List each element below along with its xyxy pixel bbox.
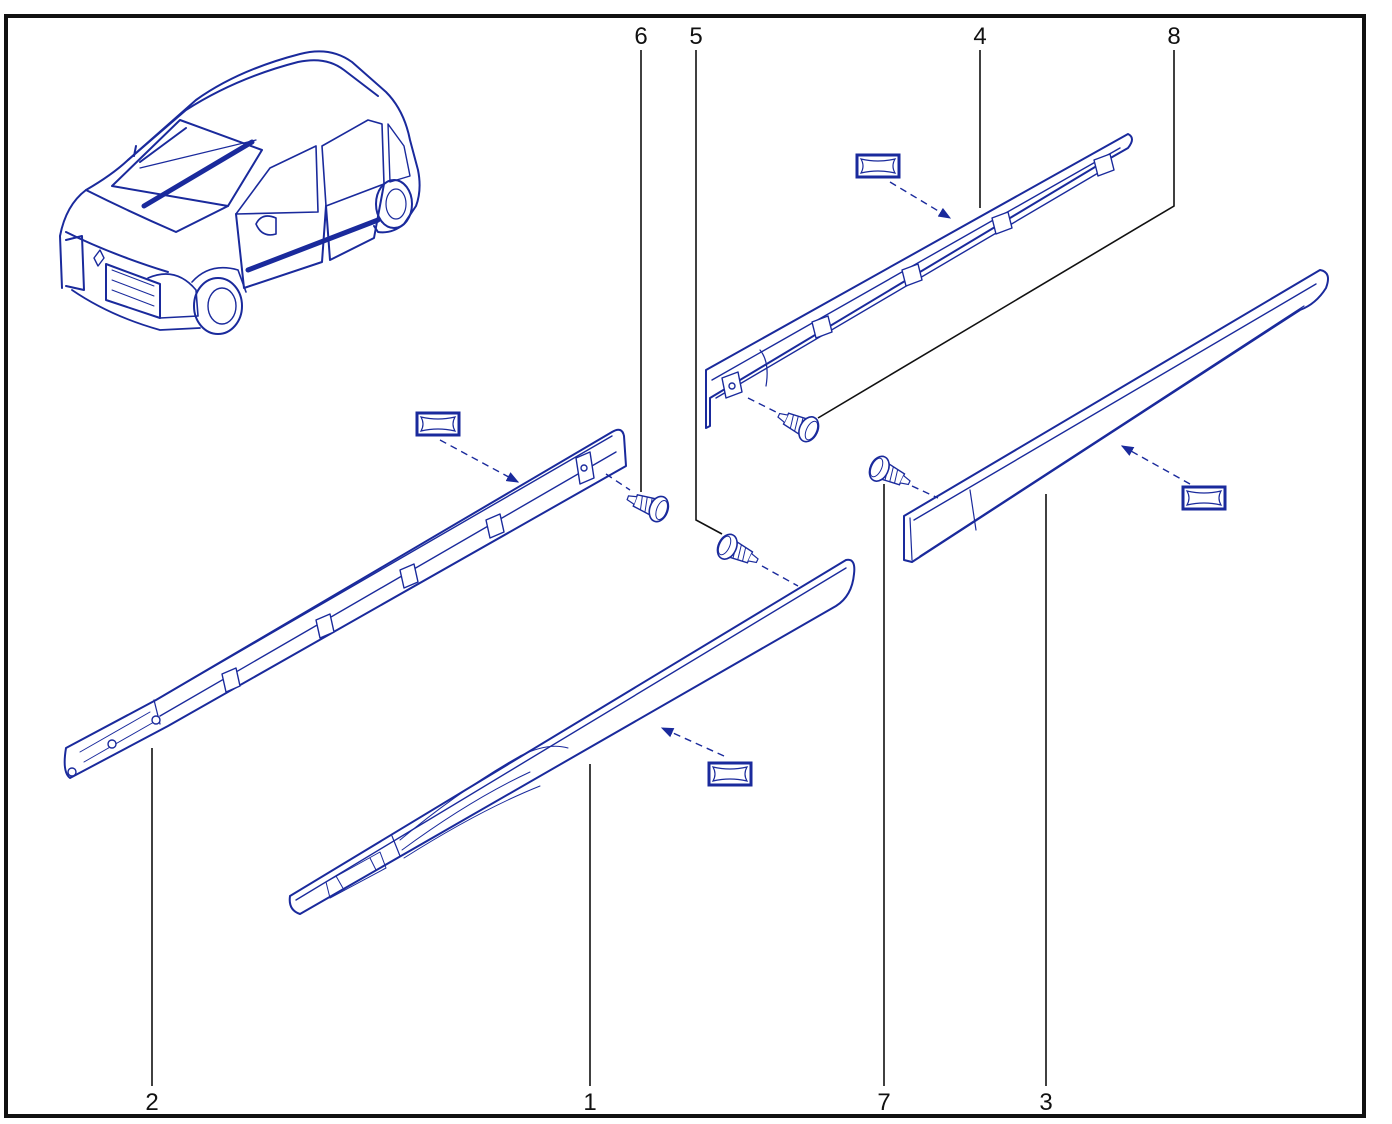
callout-1: 1 <box>583 1089 596 1116</box>
part-4-clips <box>721 153 1115 399</box>
part-2-moulding <box>63 428 627 779</box>
leader-lines <box>151 50 1175 1086</box>
adhesive-tape-symbol-icon <box>415 411 461 437</box>
part-1-moulding <box>288 558 856 915</box>
callout-8: 8 <box>1167 23 1180 50</box>
callout-6: 6 <box>634 23 647 50</box>
adhesive-tape-symbol-icon <box>855 153 901 179</box>
callout-7: 7 <box>877 1089 890 1116</box>
callout-2: 2 <box>145 1089 158 1116</box>
car-illustration-icon <box>59 50 421 335</box>
callout-4: 4 <box>973 23 986 50</box>
adhesive-tape-symbol-icon <box>707 761 753 787</box>
part-4-moulding <box>705 133 1133 429</box>
callout-3: 3 <box>1039 1089 1052 1116</box>
callout-5: 5 <box>689 23 702 50</box>
part-2-clips <box>67 451 595 777</box>
part-3-moulding <box>903 269 1329 563</box>
adhesive-tape-symbol-icon <box>1181 485 1227 511</box>
diagram-frame <box>4 14 1366 1118</box>
